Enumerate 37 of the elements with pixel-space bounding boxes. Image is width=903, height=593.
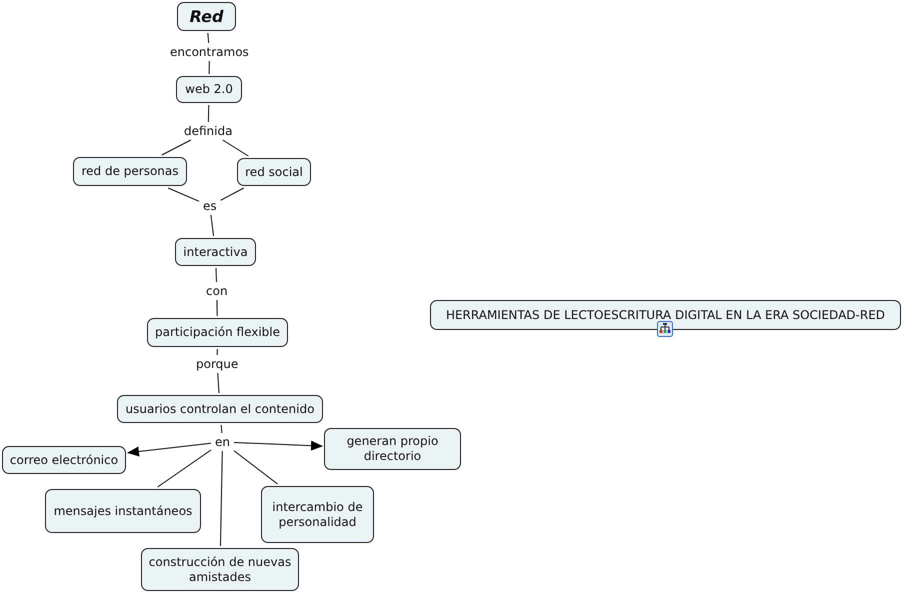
concept-box: correo electrónico xyxy=(2,446,126,474)
concept-box: intercambio de personalidad xyxy=(261,486,374,543)
connector-line xyxy=(217,372,220,394)
connector-line xyxy=(216,268,217,282)
linking-phrase: con xyxy=(204,284,230,298)
linking-phrase: encontramos xyxy=(168,45,251,59)
connector-line xyxy=(168,188,200,202)
connector-line xyxy=(208,60,210,74)
concept-box: HERRAMIENTAS DE LECTOESCRITURA DIGITAL EN LA ERA SOCIEDAD-RED xyxy=(430,300,901,330)
connector-line xyxy=(161,140,192,156)
concept-box: Red xyxy=(177,2,236,31)
concept-box: participación flexible xyxy=(147,318,288,347)
connector-line xyxy=(210,214,214,236)
concept-box: red social xyxy=(237,158,311,186)
linking-phrase: porque xyxy=(194,357,240,371)
linking-phrase: definida xyxy=(182,124,234,138)
connector-line xyxy=(220,424,222,434)
arrow xyxy=(127,442,212,456)
connector-line xyxy=(216,348,218,356)
connector-line xyxy=(222,140,249,156)
connector-line xyxy=(216,300,218,316)
concept-box: generan propio directorio xyxy=(324,428,461,470)
concept-box: construcción de nuevas amistades xyxy=(141,548,299,591)
concept-box: mensajes instantáneos xyxy=(45,489,201,533)
connector-line xyxy=(220,450,223,546)
linking-phrase: en xyxy=(213,435,232,449)
connector-line xyxy=(208,104,210,122)
concept-box: web 2.0 xyxy=(176,76,242,103)
concept-box: red de personas xyxy=(73,157,187,186)
connector-line xyxy=(234,450,278,484)
concept-box: usuarios controlan el contenido xyxy=(117,395,323,423)
arrow xyxy=(234,440,323,451)
connector-line xyxy=(207,32,210,44)
connector-line xyxy=(220,188,244,201)
concept-box: interactiva xyxy=(175,238,256,266)
linking-phrase: es xyxy=(201,199,219,213)
connector-line xyxy=(157,449,212,488)
